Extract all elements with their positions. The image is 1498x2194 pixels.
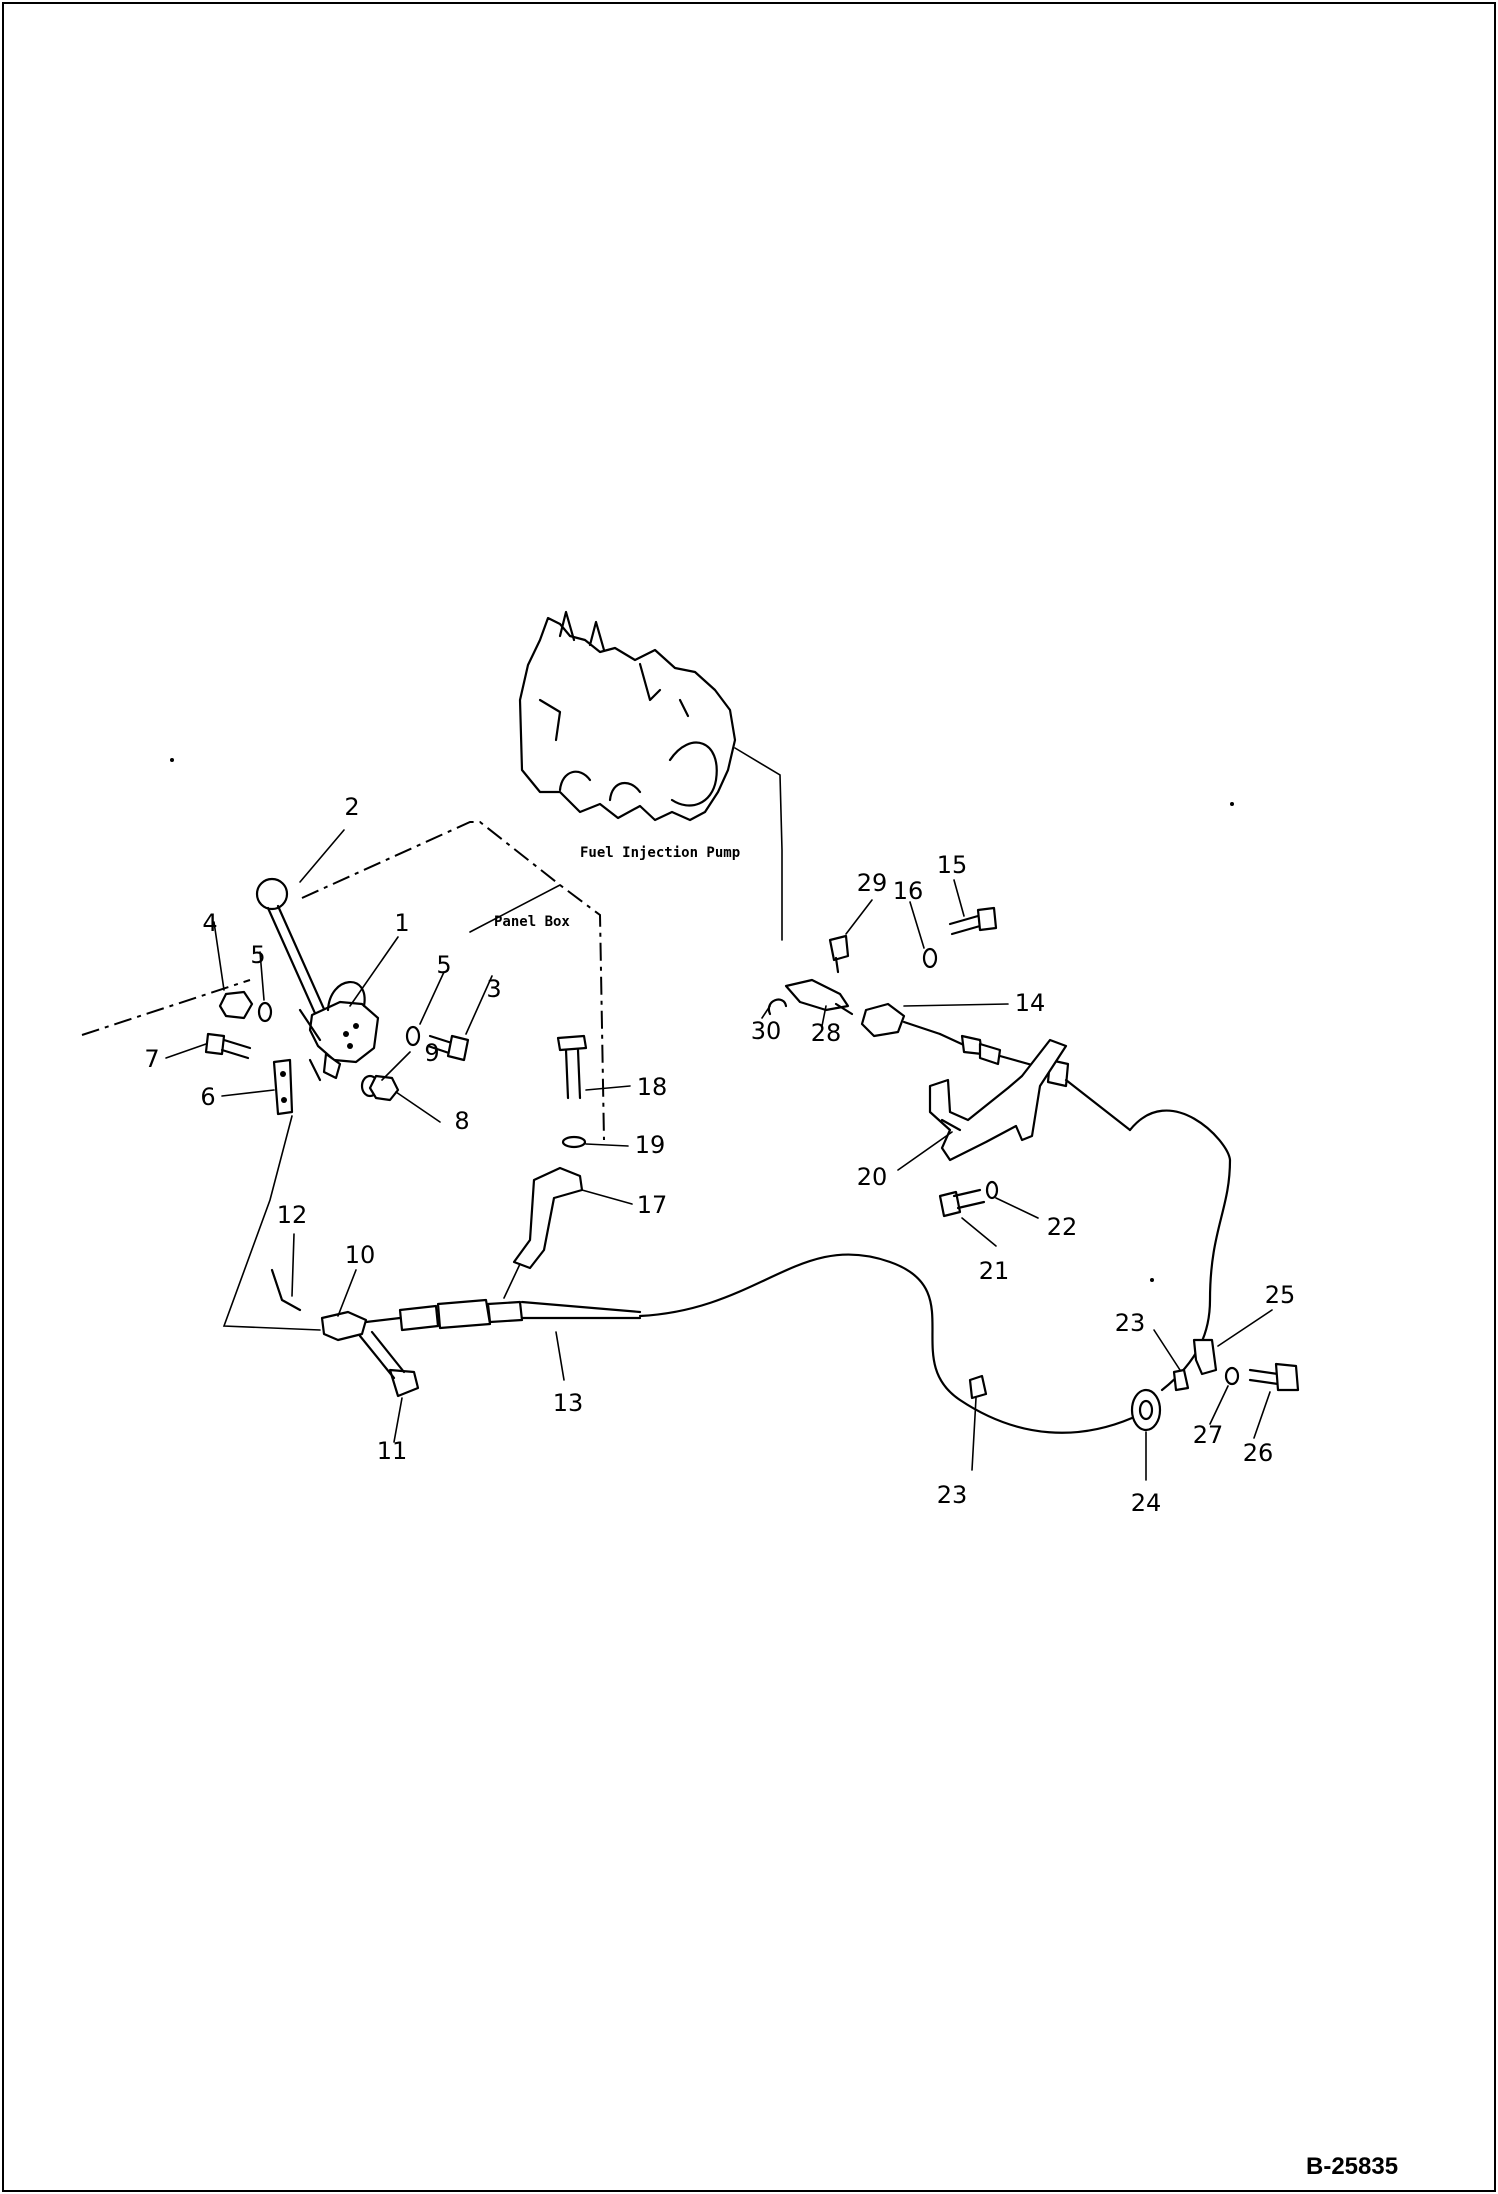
panel-box-edge [81,979,251,1036]
callout-20: 20 [857,1163,888,1191]
bolt-18 [556,1034,588,1100]
clamp-23 [968,1374,988,1400]
callout-26: 26 [1243,1439,1274,1467]
control-cable-13 [364,1109,1232,1434]
rod-end-28 [784,978,854,1016]
pin-11 [388,1368,420,1398]
panel-box-leader [469,884,561,933]
callout-10: 10 [345,1241,376,1269]
lever-knob [255,877,289,911]
panel-box-label: Panel Box [494,914,570,930]
callout-3: 3 [486,975,501,1003]
callout-27: 27 [1193,1421,1224,1449]
callout-30: 30 [751,1017,782,1045]
bolt-21 [938,1188,986,1218]
rod-end-14 [860,1002,942,1038]
cotter-pin-30 [767,998,788,1016]
throttle-lever-assembly [255,877,380,1082]
clip-25 [1192,1338,1218,1376]
linkage-line [222,1115,321,1331]
callout-25: 25 [1265,1281,1296,1309]
clevis-10 [270,1268,420,1398]
callout-4: 4 [202,909,217,937]
callout-17: 17 [637,1191,668,1219]
callout-18: 18 [637,1073,668,1101]
callout-22: 22 [1047,1213,1078,1241]
clamp-23b [1172,1368,1190,1392]
callout-19: 19 [635,1131,666,1159]
bracket-20 [928,1038,1068,1162]
callout-1: 1 [394,909,409,937]
pump-leader-line [734,747,783,941]
washer-19 [561,1135,587,1149]
nut-4 [218,990,254,1020]
bracket-17-leader [503,1263,521,1299]
washer-16 [922,947,938,969]
drawing-reference: B-25835 [1306,2153,1398,2180]
callout-5b: 5 [436,951,451,979]
washer-22 [985,1180,999,1200]
bolt-29 [828,934,850,962]
callout-15: 15 [937,851,968,879]
callout-6: 6 [200,1083,215,1111]
callout-16: 16 [893,877,924,905]
callout-29: 29 [857,869,888,897]
bracket-plate [272,1058,294,1116]
callout-11: 11 [377,1437,408,1465]
fuel-injection-pump-drawing [518,610,737,822]
bolt-26 [1248,1362,1300,1392]
callout-21: 21 [979,1257,1010,1285]
leader-lines [165,829,1273,1481]
panel-box-outline [301,821,605,1141]
callout-23b: 23 [1115,1309,1146,1337]
nut-8 [368,1074,400,1102]
bolt-15 [948,906,998,936]
callout-7: 7 [144,1045,159,1073]
callout-5: 5 [250,941,265,969]
callout-24: 24 [1131,1489,1162,1517]
washer-27 [1224,1366,1240,1386]
callout-13: 13 [553,1389,584,1417]
bolt-7 [204,1032,252,1060]
callout-14: 14 [1015,989,1046,1017]
callout-12: 12 [277,1201,308,1229]
callout-8: 8 [454,1107,469,1135]
callout-23: 23 [937,1481,968,1509]
washer-5 [257,1001,273,1023]
callout-9: 9 [424,1039,439,1067]
bracket-17 [512,1166,584,1270]
callout-2: 2 [344,793,359,821]
fuel-pump-label: Fuel Injection Pump [580,845,740,861]
washer-5b [405,1025,421,1047]
callout-28: 28 [811,1019,842,1047]
bolt-3 [426,1034,470,1062]
